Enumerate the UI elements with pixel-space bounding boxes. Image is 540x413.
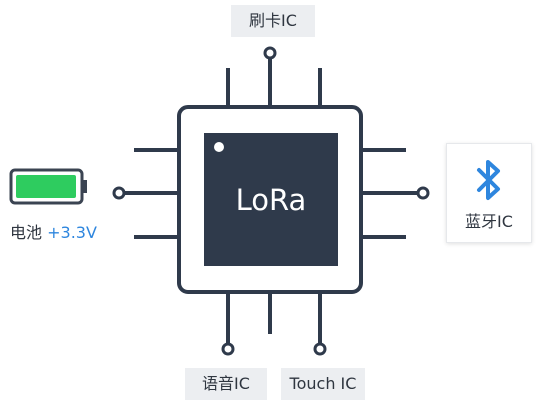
battery-name: 电池 bbox=[10, 223, 43, 242]
battery-icon bbox=[9, 168, 87, 205]
pin-left-middle-node bbox=[112, 186, 126, 200]
battery-voltage: +3.3V bbox=[47, 223, 97, 242]
label-card-ic: 刷卡IC bbox=[231, 5, 315, 37]
bluetooth-icon bbox=[477, 160, 500, 200]
label-touch-ic: Touch IC bbox=[281, 368, 365, 400]
battery-label: 电池 +3.3V bbox=[10, 219, 97, 243]
chip-label: LoRa bbox=[236, 183, 307, 217]
label-voice-ic: 语音IC bbox=[185, 368, 267, 400]
pin-bottom-left-node bbox=[221, 342, 235, 356]
chip-orientation-dot bbox=[214, 142, 224, 152]
pin-right-middle-node bbox=[416, 186, 430, 200]
label-bluetooth-ic: 蓝牙IC bbox=[465, 212, 513, 231]
bluetooth-card: 蓝牙IC bbox=[446, 143, 532, 243]
pin-bottom-right-node bbox=[313, 342, 327, 356]
pin-top-center-node bbox=[263, 46, 277, 60]
chip-core bbox=[204, 133, 338, 266]
